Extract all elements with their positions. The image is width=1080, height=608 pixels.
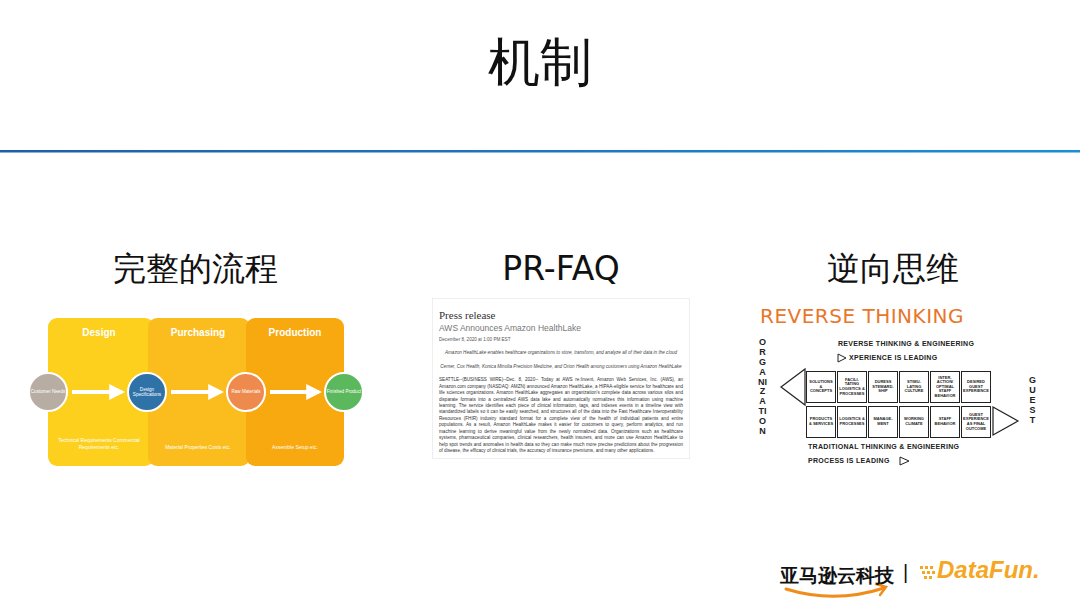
flow-arrow [270,390,319,394]
node-text: INTER- ACTION/ OPTIMAL STAFF BEHAVIOR [932,376,958,399]
node-text: LOGISTICS & PROCESSES [839,417,865,426]
logo-dots [920,566,935,579]
reverse-arrowhead [781,369,805,405]
node-text: PRODUCTS & SERVICES [808,417,834,426]
stage-circle: Raw Materials [226,372,266,412]
row-subheading: PROCESS IS LEADING [808,457,890,464]
node-text: Finished Product [327,389,361,395]
node-text: WORKING CLIMATE [901,417,927,426]
node-text: SOLUTIONS & CONCEPTS [808,380,834,394]
title-rule [0,150,1080,153]
section-heading: PR-FAQ [502,249,619,288]
row-heading: REVERSE THINKING & ENGINEERING [838,340,974,347]
node-text: Customer Needs [31,389,65,395]
node-text: STIMU- LATING CULTURE [901,380,927,394]
sketch-title: REVERSE THINKING [760,304,964,328]
node-text: Cerner, Cox Health, Konica Minolta Preci… [439,364,683,370]
stage-circle: Design Specifications [127,372,167,412]
flow-arrow [72,390,122,394]
reverse-step-box: INTER- ACTION/ OPTIMAL STAFF BEHAVIOR [930,371,960,403]
logo-text: 亚马逊云科技 [780,563,894,589]
node-text: SEATTLE--(BUSINESS WIRE)--Dec. 8, 2020--… [439,377,683,454]
node-text: Technical Requirements Commercial Requir… [52,437,146,450]
node-text: December 8, 2020 at 1:00 PM EST [439,337,683,342]
vertical-label: GUEST [1028,376,1037,425]
node-text: FACILI- TATING LOGISTICS & PROCESSES [839,378,865,396]
row-subheading: XPERIENCE IS LEADING [849,354,937,361]
reverse-step-box: FACILI- TATING LOGISTICS & PROCESSES [837,371,867,403]
node-text: DURESS STEWARD- SHIP [870,380,896,394]
traditional-arrowhead [993,407,1018,435]
node-text: DESIRED GUEST EXPERIENCE [963,380,989,394]
node-text: Production [246,327,344,338]
node-text: MANAGE- MENT [870,417,896,426]
node-text: AWS Announces Amazon HealthLake [439,323,683,333]
node-text: Press release [439,309,683,321]
press-release-panel: Press releaseAWS Announces Amazon Health… [432,298,690,459]
traditional-step-box: PRODUCTS & SERVICES [806,406,836,438]
node-text: Material Properties Costs etc. [154,444,242,451]
slide-title: 机制 [488,28,592,98]
logo-separator: | [903,561,908,584]
flow-arrow [171,390,221,394]
node-text: STAFF BEHAVIOR [932,417,958,426]
section-heading: 完整的流程 [113,247,278,292]
stage-circle: Finished Product [324,372,364,412]
reverse-step-box: SOLUTIONS & CONCEPTS [806,371,836,403]
logo-text: DataFun. [937,556,1040,584]
leading-triangle [900,457,909,465]
node-text: Purchasing [150,327,246,338]
node-text: Raw Materials [231,389,260,395]
traditional-step-box: LOGISTICS & PROCESSES [837,406,867,438]
node-text: GUEST EXPERIENCE AS FINAL OUTCOME [963,413,989,431]
traditional-step-box: WORKING CLIMATE [899,406,929,438]
traditional-step-box: STAFF BEHAVIOR [930,406,960,438]
reverse-step-box: DESIRED GUEST EXPERIENCE [961,371,991,403]
row-heading: TRADITIONAL THINKING & ENGINEERING [808,443,959,450]
stage-circle: Customer Needs [28,372,68,412]
vertical-label: ORGANIZATION [758,338,767,437]
logo-smile [786,588,884,596]
node-text: Amazon HealthLake enables healthcare org… [439,350,683,356]
section-heading: 逆向思维 [827,247,959,292]
node-text: Design Specifications [129,387,165,398]
traditional-step-box: MANAGE- MENT [868,406,898,438]
reverse-step-box: STIMU- LATING CULTURE [899,371,929,403]
node-text: Assemble Setup etc. [250,444,340,451]
traditional-step-box: GUEST EXPERIENCE AS FINAL OUTCOME [961,406,991,438]
reverse-step-box: DURESS STEWARD- SHIP [868,371,898,403]
node-text: Design [48,327,150,338]
leading-triangle [838,354,846,362]
